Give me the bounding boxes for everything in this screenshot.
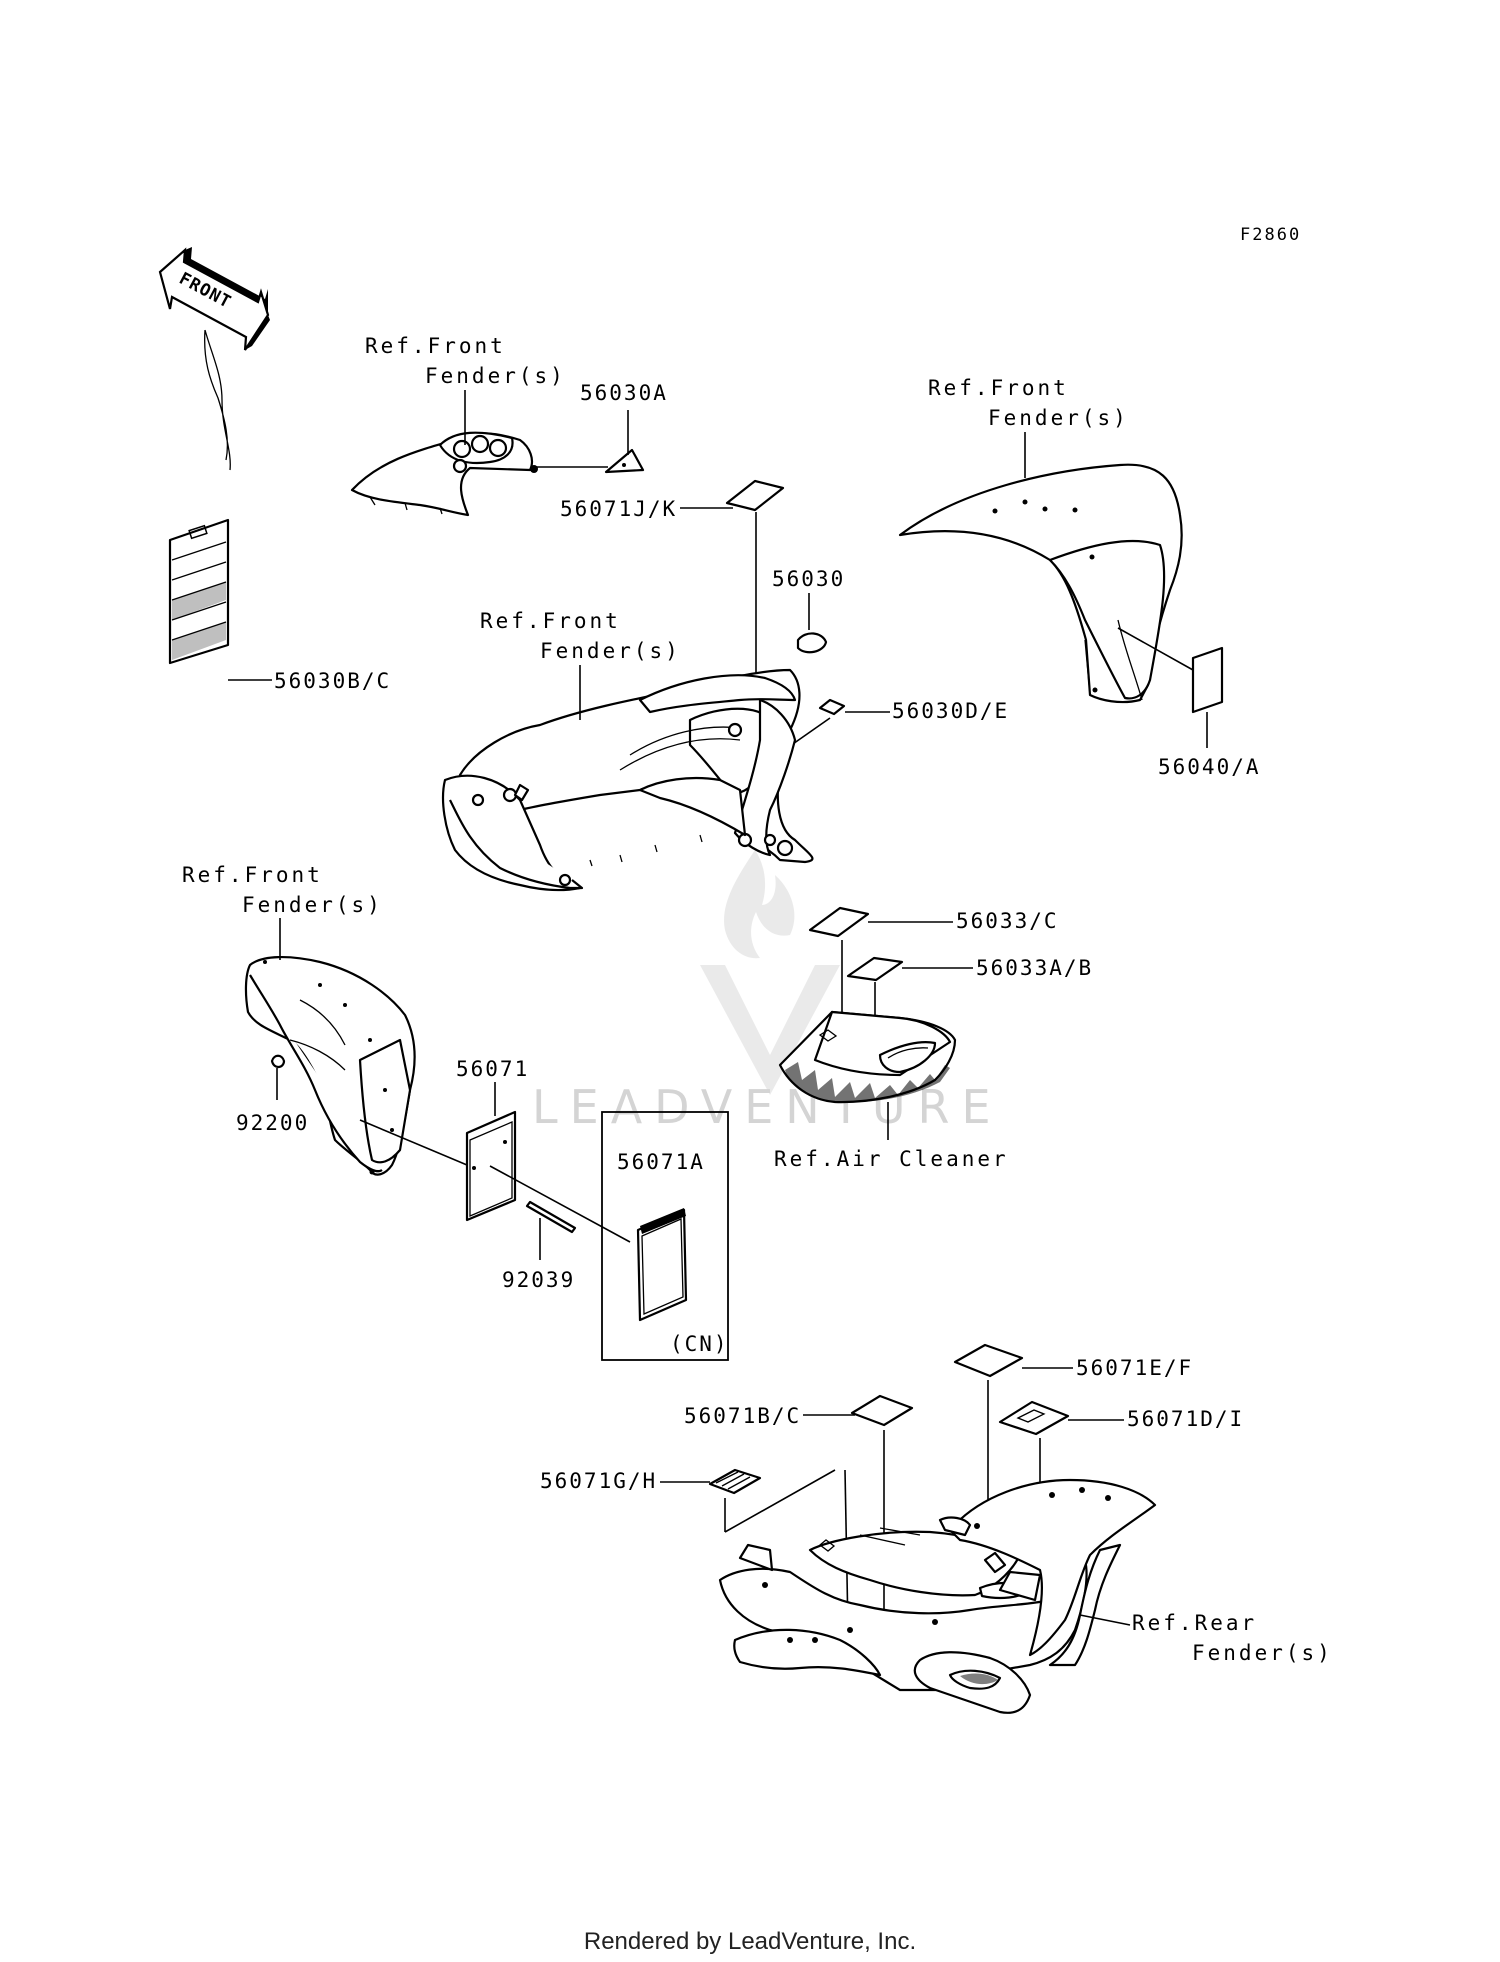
callout-56071di: 56071D/I [1127, 1407, 1244, 1431]
callout-56071ef: 56071E/F [1076, 1356, 1193, 1380]
callout-cn: (CN) [670, 1332, 729, 1356]
rear-fender-body [718, 1478, 1157, 1714]
callout-56071gh: 56071G/H [540, 1469, 657, 1493]
ref-front-fender-1-line1: Ref.Front [365, 334, 506, 358]
sticker-56071gh [708, 1468, 762, 1495]
callout-56071jk: 56071J/K [560, 497, 677, 521]
ref-front-fender-2-line1: Ref.Front [480, 609, 621, 633]
callout-56030bc: 56030B/C [274, 669, 391, 693]
ref-front-fender-4-line2: Fender(s) [988, 406, 1129, 430]
ref-front-fender-3-line1: Ref.Front [182, 863, 323, 887]
front-fender-body [441, 668, 814, 892]
footer-credit: Rendered by LeadVenture, Inc. [583, 1928, 917, 1955]
clip-92200 [270, 1054, 286, 1069]
callout-56071: 56071 [456, 1057, 529, 1081]
leadventure-watermark: LEADVENTURE [532, 850, 991, 1134]
ref-front-fender-4-line1: Ref.Front [928, 376, 1069, 400]
front-arrow-icon: FRONT [158, 247, 270, 351]
callout-56030de: 56030D/E [892, 699, 1009, 723]
sticker-56033c [808, 906, 870, 938]
air-cleaner-cover [778, 1010, 957, 1104]
ref-front-fender-2-line2: Fender(s) [540, 639, 681, 663]
figure-code: F2860 [1240, 225, 1301, 245]
sticker-56030a [604, 448, 645, 474]
callout-56033c: 56033/C [956, 909, 1059, 933]
sticker-56071bc [850, 1394, 914, 1427]
front-fender-right [898, 463, 1183, 704]
sticker-56071jk [725, 479, 785, 512]
callout-56040a: 56040/A [1158, 755, 1261, 779]
sticker-56033ab [846, 956, 904, 982]
callout-92200: 92200 [236, 1111, 309, 1135]
sticker-56071di [998, 1400, 1070, 1436]
sticker-56040a [1191, 646, 1224, 714]
front-upper-cover [350, 431, 538, 517]
callout-92039: 92039 [502, 1268, 575, 1292]
callout-56030: 56030 [772, 567, 845, 591]
sticker-56030de [818, 698, 846, 716]
grommet-56030 [796, 632, 828, 654]
callout-56033ab: 56033A/B [976, 956, 1093, 980]
ref-air-cleaner: Ref.Air Cleaner [774, 1147, 1009, 1171]
cn-variant-box [601, 1111, 729, 1361]
hang-tag-56030bc [168, 329, 231, 665]
callout-56071a: 56071A [617, 1150, 705, 1174]
sticker-56071ef [953, 1343, 1024, 1378]
ref-rear-fender-line2: Fender(s) [1192, 1641, 1333, 1665]
callout-56030a: 56030A [580, 381, 668, 405]
callout-56071bc: 56071B/C [684, 1404, 801, 1428]
ref-rear-fender-line1: Ref.Rear [1132, 1611, 1257, 1635]
ref-front-fender-1-line2: Fender(s) [425, 364, 566, 388]
rivet-92039 [525, 1200, 577, 1234]
front-fender-lower-left [244, 955, 416, 1176]
ref-front-fender-3-line2: Fender(s) [242, 893, 383, 917]
